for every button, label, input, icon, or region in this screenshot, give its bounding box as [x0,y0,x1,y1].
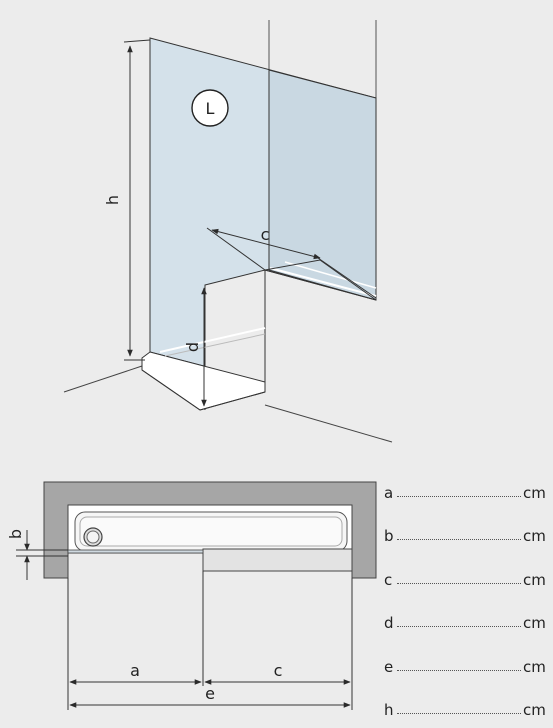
isometric-view: h c d L [63,20,393,443]
form-row-c[interactable]: c cm [384,569,553,593]
form-field-a[interactable] [397,496,521,497]
dim-label-e: e [205,684,215,703]
form-label-c: c [384,571,393,589]
form-label-a: a [384,484,394,502]
form-unit-e: cm [523,658,546,676]
form-row-a[interactable]: a cm [384,482,553,506]
dim-label-a: a [130,661,140,680]
form-row-d[interactable]: d cm [384,612,553,636]
form-field-h[interactable] [397,713,521,714]
form-label-e: e [384,658,394,676]
form-label-h: h [384,701,394,719]
dim-label-d: d [183,342,202,352]
form-unit-d: cm [523,614,546,632]
form-label-d: d [384,614,394,632]
dim-label-b: b [6,529,25,539]
dim-label-c-plan: c [274,661,283,680]
form-label-b: b [384,527,394,545]
form-unit-h: cm [523,701,546,719]
form-field-c[interactable] [397,583,521,584]
form-field-b[interactable] [397,539,521,540]
dim-label-h: h [103,195,122,205]
form-unit-a: cm [523,484,546,502]
form-field-d[interactable] [397,626,521,627]
form-row-h[interactable]: h cm [384,699,553,723]
form-unit-b: cm [523,527,546,545]
form-row-b[interactable]: b cm [384,525,553,549]
form-field-e[interactable] [397,670,521,671]
form-unit-c: cm [523,571,546,589]
badge-label: L [206,99,215,118]
dim-label-c-top: c [261,225,270,244]
left-hinge-badge [191,89,229,127]
form-row-e[interactable]: e cm [384,656,553,680]
glass-panel-plan [202,548,353,572]
